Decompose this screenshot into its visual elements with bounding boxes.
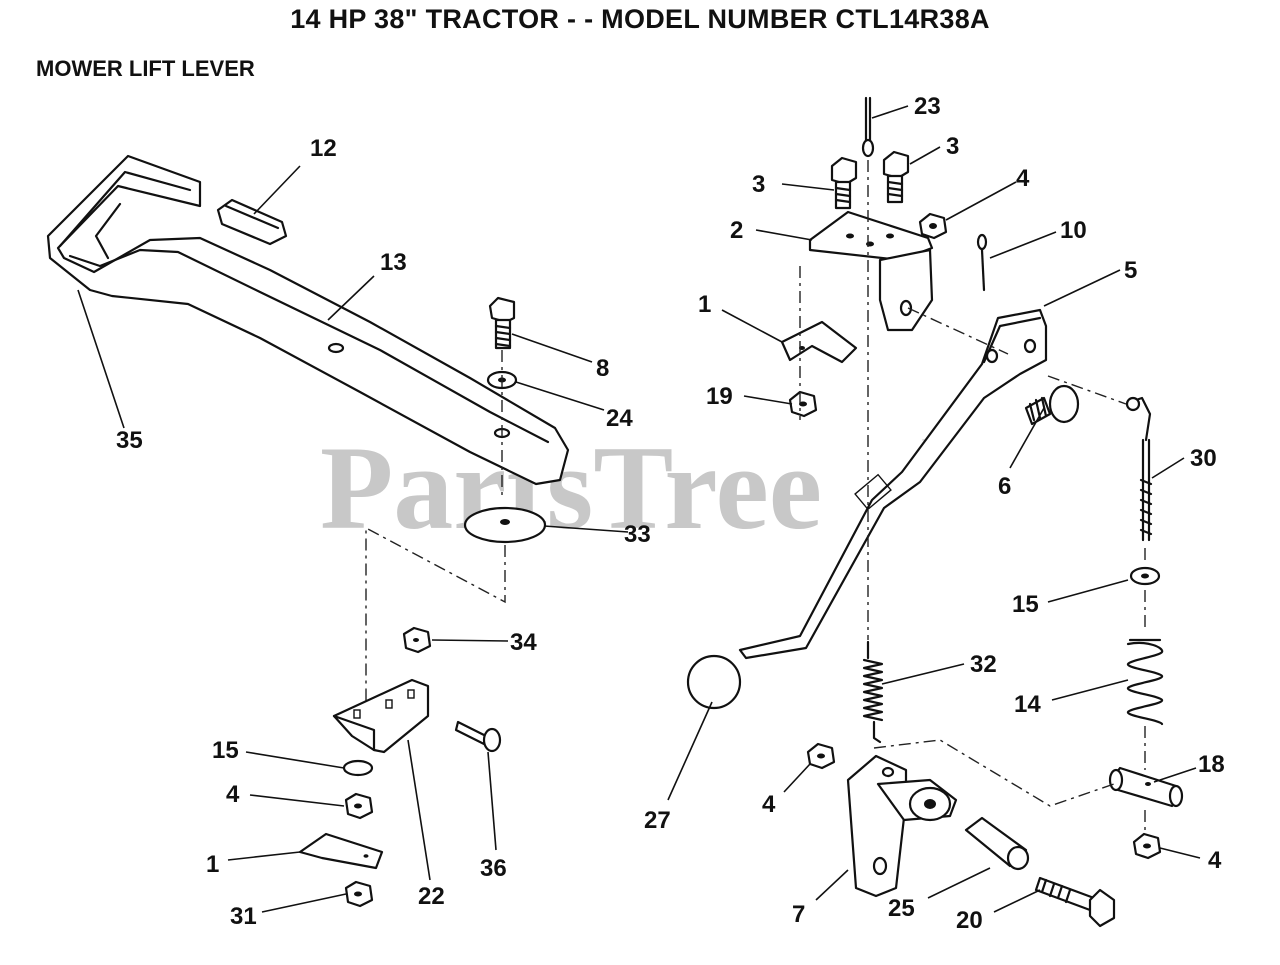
pivot-lever-7: [846, 754, 958, 898]
right-assembly-guide: [799, 160, 1146, 832]
rod-30: [1125, 396, 1153, 542]
part-labels: 12 13 35 8 24 33 34 15 4 1 31 22 36 23 3…: [116, 93, 1225, 934]
part-label-3-left: 3: [752, 171, 765, 198]
left-assembly-guide: [365, 350, 506, 710]
clip-1-left: [298, 832, 384, 870]
part-label-4-right: 4: [1208, 847, 1222, 874]
part-label-10: 10: [1060, 217, 1087, 244]
part-label-7: 7: [792, 901, 805, 928]
part-label-19: 19: [706, 383, 733, 410]
part-label-31: 31: [230, 903, 257, 930]
part-label-32: 32: [970, 651, 997, 678]
nut-19: [788, 390, 818, 418]
bolt-8: [488, 296, 516, 350]
lift-lever-arm-13: [46, 154, 570, 486]
grip-12: [216, 198, 288, 246]
part-label-30: 30: [1190, 445, 1217, 472]
part-label-12: 12: [310, 135, 337, 162]
bolt-3-right: [882, 150, 910, 204]
part-label-15-right: 15: [1012, 591, 1039, 618]
diagram-subtitle: MOWER LIFT LEVER: [36, 56, 255, 81]
part-label-1-left: 1: [206, 851, 219, 878]
part-label-13: 13: [380, 249, 407, 276]
part-label-4-mid: 4: [762, 791, 776, 818]
bolt-3-left: [830, 156, 858, 210]
part-label-35: 35: [116, 427, 143, 454]
leader-lines: [77, 105, 1201, 913]
part-label-3-right: 3: [946, 133, 959, 160]
nut-4-top: [918, 212, 948, 240]
part-label-5: 5: [1124, 257, 1137, 284]
part-label-1-right: 1: [698, 291, 711, 318]
part-label-25: 25: [888, 895, 915, 922]
bolt-20: [1034, 876, 1116, 928]
part-label-23: 23: [914, 93, 941, 120]
washer-33: [463, 506, 547, 544]
part-label-8: 8: [596, 355, 609, 382]
spring-32: [862, 640, 884, 744]
washer-15-left: [342, 759, 374, 777]
screw-36: [454, 720, 502, 753]
bracket-2: [808, 210, 934, 332]
part-label-4-top: 4: [1016, 165, 1030, 192]
nut-4-mid: [806, 742, 836, 770]
part-label-22: 22: [418, 883, 445, 910]
part-label-33: 33: [624, 521, 651, 548]
part-label-36: 36: [480, 855, 507, 882]
part-label-6: 6: [998, 473, 1011, 500]
diagram-title: 14 HP 38" TRACTOR - - MODEL NUMBER CTL14…: [290, 4, 990, 34]
pin-25: [964, 816, 1030, 871]
part-label-2: 2: [730, 217, 743, 244]
nut-34: [402, 626, 432, 654]
part-label-34: 34: [510, 629, 537, 656]
part-label-4-left: 4: [226, 781, 240, 808]
nut-4-left: [344, 792, 374, 820]
trunnion-18: [1108, 766, 1184, 808]
part-label-18: 18: [1198, 751, 1225, 778]
lift-lever-5: [738, 308, 1048, 660]
part-label-27: 27: [644, 807, 671, 834]
part-label-20: 20: [956, 907, 983, 934]
washer-15-right: [1129, 566, 1161, 586]
cotter-pin-23: [861, 96, 875, 158]
shoulder-bolt-6: [1024, 384, 1080, 426]
pin-10: [976, 233, 988, 292]
bracket-22: [332, 678, 430, 754]
part-label-24: 24: [606, 405, 633, 432]
clip-1-right: [780, 320, 858, 364]
watermark-text: PartsTree: [320, 421, 822, 554]
part-label-14: 14: [1014, 691, 1041, 718]
part-label-15-left: 15: [212, 737, 239, 764]
spring-14: [1126, 638, 1164, 726]
nut-31: [344, 880, 374, 908]
knob-27: [686, 654, 742, 710]
nut-4-right: [1132, 832, 1162, 860]
